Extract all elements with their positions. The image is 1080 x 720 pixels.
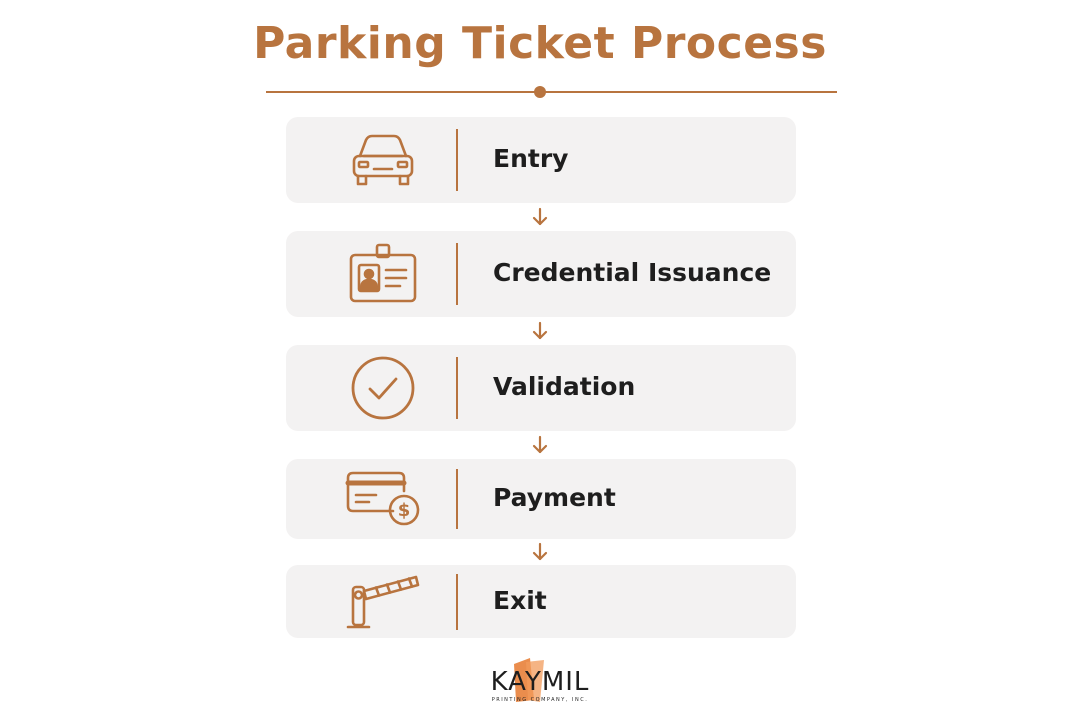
title-divider <box>266 91 837 93</box>
step-label-validation: Validation <box>493 372 636 401</box>
check-circle-icon <box>344 353 422 423</box>
step-entry: Entry <box>286 117 796 203</box>
step-separator <box>456 469 458 529</box>
card-payment-icon: $ <box>344 464 422 534</box>
barrier-gate-icon <box>344 567 422 637</box>
step-label-entry: Entry <box>493 144 569 173</box>
title-divider-dot <box>534 86 546 98</box>
step-separator <box>456 129 458 191</box>
step-separator <box>456 243 458 305</box>
step-separator <box>456 574 458 630</box>
car-icon <box>344 125 422 195</box>
kaymil-logo: KAYMIL PRINTING COMPANY, INC. <box>491 658 590 703</box>
arrow-down-icon <box>532 321 548 340</box>
step-exit: Exit <box>286 565 796 638</box>
svg-text:PRINTING COMPANY, INC.: PRINTING COMPANY, INC. <box>492 697 589 703</box>
step-payment: $ Payment <box>286 459 796 539</box>
step-label-credential-issuance: Credential Issuance <box>493 258 772 287</box>
step-separator <box>456 357 458 419</box>
diagram-title: Parking Ticket Process <box>253 18 827 69</box>
step-validation: Validation <box>286 345 796 431</box>
svg-text:$: $ <box>398 500 411 521</box>
step-label-payment: Payment <box>493 483 616 512</box>
step-label-exit: Exit <box>493 586 547 615</box>
arrow-down-icon <box>532 435 548 454</box>
arrow-down-icon <box>532 207 548 226</box>
svg-text:KAYMIL: KAYMIL <box>491 667 590 697</box>
step-credential-issuance: Credential Issuance <box>286 231 796 317</box>
arrow-down-icon <box>532 542 548 561</box>
id-badge-icon <box>344 239 422 309</box>
